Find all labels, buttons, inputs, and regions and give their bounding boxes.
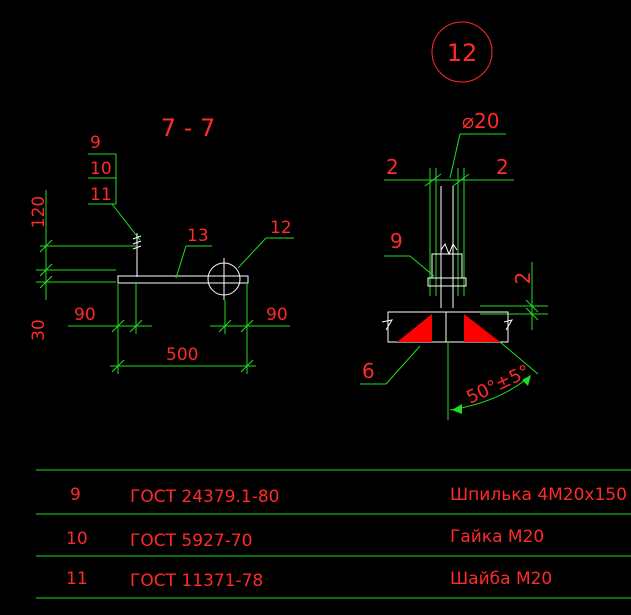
row-10-pos: 10 xyxy=(66,529,88,549)
row-11-name: Шайба М20 xyxy=(450,569,552,589)
part-12-label: 12 xyxy=(270,218,292,238)
row-11-pos: 11 xyxy=(66,569,88,589)
right-vertical-dimension: 2 xyxy=(480,262,548,330)
callout-11-label: 11 xyxy=(90,185,112,205)
callout-stack: 9 10 11 xyxy=(88,133,141,241)
dim-2-vertical: 2 xyxy=(511,272,535,285)
row-9-name: Шпилька 4М20х150 xyxy=(450,485,627,505)
section-7-7-view: 7 - 7 9 10 11 13 12 xyxy=(29,114,294,374)
detail-label: 12 xyxy=(447,39,478,67)
row-9-standard: ГОСТ 24379.1-80 xyxy=(130,487,279,507)
weld-fillet-left xyxy=(397,314,432,342)
angle-label: 50°±5° xyxy=(463,361,533,409)
dim-120: 120 xyxy=(29,196,49,228)
callout-6: 6 xyxy=(362,359,375,383)
callout-9-label: 9 xyxy=(90,133,101,153)
angle-dimension: 50°±5° xyxy=(449,341,539,414)
dim-30: 30 xyxy=(29,319,49,341)
dim-90-right: 90 xyxy=(266,305,288,325)
dim-2-left: 2 xyxy=(386,155,399,179)
table-row: 9 ГОСТ 24379.1-80 Шпилька 4М20х150 xyxy=(70,485,627,507)
detail-12-view: 12 ⌀20 2 2 9 xyxy=(360,21,548,420)
base-plate xyxy=(117,275,249,284)
section-label: 7 - 7 xyxy=(161,114,215,142)
spec-table: 9 ГОСТ 24379.1-80 Шпилька 4М20х150 10 ГО… xyxy=(36,469,631,599)
weld-fillet-right xyxy=(464,314,500,342)
callout-10-label: 10 xyxy=(90,159,112,179)
left-horizontal-dimensions: 90 90 500 xyxy=(68,284,290,374)
top-dimensions: 2 2 xyxy=(384,155,514,296)
dim-2-right: 2 xyxy=(496,155,509,179)
table-row: 11 ГОСТ 11371-78 Шайба М20 xyxy=(66,569,552,591)
dim-500: 500 xyxy=(166,345,198,365)
detail-circle xyxy=(431,21,493,83)
diameter-label: ⌀20 xyxy=(462,109,500,133)
row-10-name: Гайка М20 xyxy=(450,527,544,547)
row-9-pos: 9 xyxy=(70,485,81,505)
part-13-label: 13 xyxy=(187,226,209,246)
dim-90-left: 90 xyxy=(74,305,96,325)
table-row: 10 ГОСТ 5927-70 Гайка М20 xyxy=(66,527,544,551)
row-11-standard: ГОСТ 11371-78 xyxy=(130,571,263,591)
callout-9-right: 9 xyxy=(390,229,403,253)
left-vertical-dimensions: 120 30 xyxy=(29,190,136,341)
stud-thread xyxy=(132,235,142,250)
weld-detail xyxy=(381,311,514,420)
anchor-stud xyxy=(427,186,467,308)
row-10-standard: ГОСТ 5927-70 xyxy=(130,531,252,551)
